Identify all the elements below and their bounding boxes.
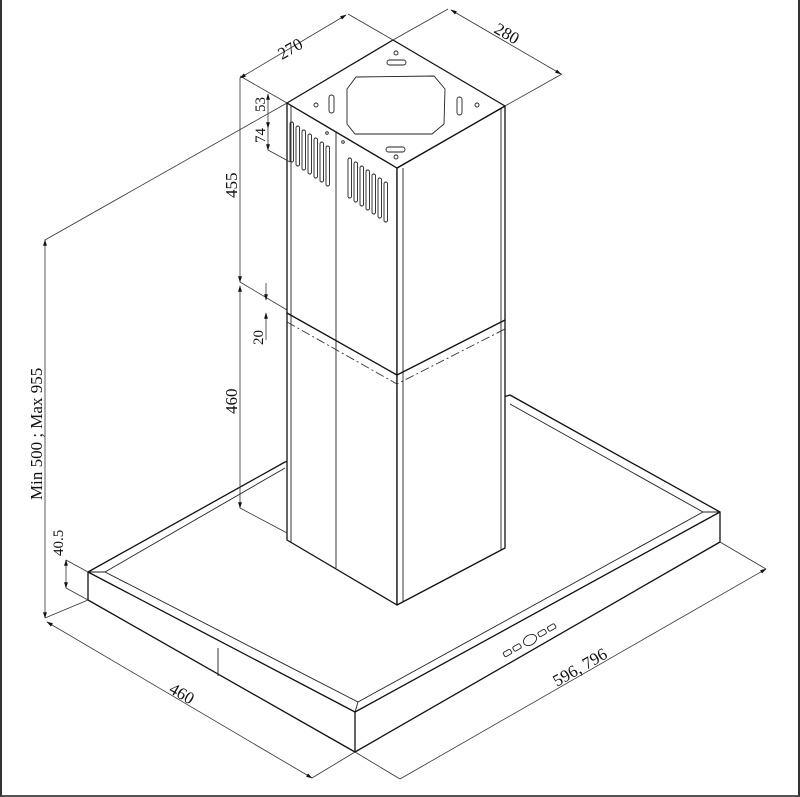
label-vent-offset: 53 [253, 97, 269, 112]
dimensions [43, 8, 767, 780]
mount-slot [386, 59, 407, 66]
button-icon[interactable] [537, 628, 547, 638]
vent-slots-left [289, 121, 330, 187]
canopy-bevel-right-back [509, 403, 704, 513]
button-icon[interactable] [512, 643, 522, 652]
chimney-joint [286, 312, 506, 376]
label-top-width: 280 [491, 19, 523, 48]
mount-slot [328, 94, 335, 114]
label-vent-height: 74 [253, 128, 269, 144]
label-top-depth: 270 [275, 34, 307, 63]
label-overlap: 20 [251, 330, 267, 345]
chimney-joint-centerline [286, 321, 506, 385]
mount-slot [456, 96, 463, 116]
label-canopy-width: 596, 796 [550, 644, 611, 690]
button-icon[interactable] [502, 648, 513, 658]
knob-icon[interactable] [521, 632, 538, 648]
chimney-right-face [396, 105, 506, 606]
vent-slots-right [347, 157, 388, 223]
label-lower-chimney: 460 [222, 389, 241, 415]
label-total-height: Min 500 ; Max 955 [27, 368, 46, 500]
control-panel [502, 623, 557, 658]
label-canopy-thickness: 40.5 [51, 530, 67, 556]
chimney [286, 39, 506, 606]
label-upper-chimney: 455 [222, 173, 241, 199]
label-canopy-depth: 460 [166, 679, 198, 708]
canopy-bevel-left-back [104, 467, 286, 573]
button-icon[interactable] [547, 623, 557, 632]
mount-slot [385, 146, 406, 153]
duct-opening [346, 75, 446, 135]
